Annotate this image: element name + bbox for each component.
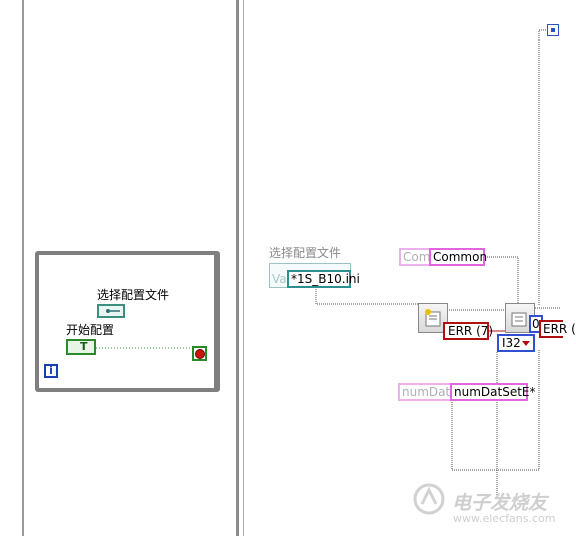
stop-condition-terminal[interactable] <box>192 346 207 361</box>
val-label: Va <box>272 272 287 286</box>
select-config-ref-node[interactable] <box>97 304 125 318</box>
elecfans-logo-icon <box>413 483 445 515</box>
watermark-cn: 电子发烧友 <box>452 492 548 514</box>
right-wire-top <box>538 29 547 40</box>
dropdown-arrow-icon <box>522 341 530 346</box>
read-key-icon <box>511 312 527 327</box>
i32-type-selector[interactable]: I32 <box>497 334 535 352</box>
iteration-terminal[interactable]: i <box>44 364 58 378</box>
numdat-label: numDat <box>402 385 451 399</box>
path-ref-icon <box>106 309 120 313</box>
left-pane-border <box>22 0 24 536</box>
start-config-bool-node[interactable]: T <box>66 339 96 355</box>
numdat-label-box: numDat <box>398 383 454 401</box>
splitter-bar[interactable] <box>236 0 239 536</box>
com-label: Com <box>403 250 431 264</box>
common-string-constant[interactable]: Common <box>429 248 487 266</box>
cluster-terminal[interactable] <box>547 24 559 36</box>
select-config-label: 选择配置文件 <box>97 288 170 302</box>
path-wire <box>315 285 426 310</box>
start-config-label: 开始配置 <box>66 323 115 337</box>
com-label-box: Com <box>399 248 431 266</box>
err-7-constant[interactable]: ERR (7) <box>443 322 493 340</box>
ini-path-value[interactable]: *1S_B10.ini <box>287 270 360 288</box>
splitter-bar-inner[interactable] <box>243 0 244 536</box>
i32-label: I32 <box>502 336 521 350</box>
config-file-icon <box>425 309 441 327</box>
numdatset-constant[interactable]: numDatSetE* <box>450 383 536 401</box>
bool-value: T <box>80 340 88 353</box>
diagram-select-config-label: 选择配置文件 <box>269 246 342 260</box>
watermark-url: www.elecfans.com <box>453 512 556 525</box>
err-output: ERR ( <box>539 320 576 338</box>
while-loop[interactable] <box>35 251 220 392</box>
common-wire <box>485 256 519 310</box>
numdat-wire <box>451 350 540 471</box>
